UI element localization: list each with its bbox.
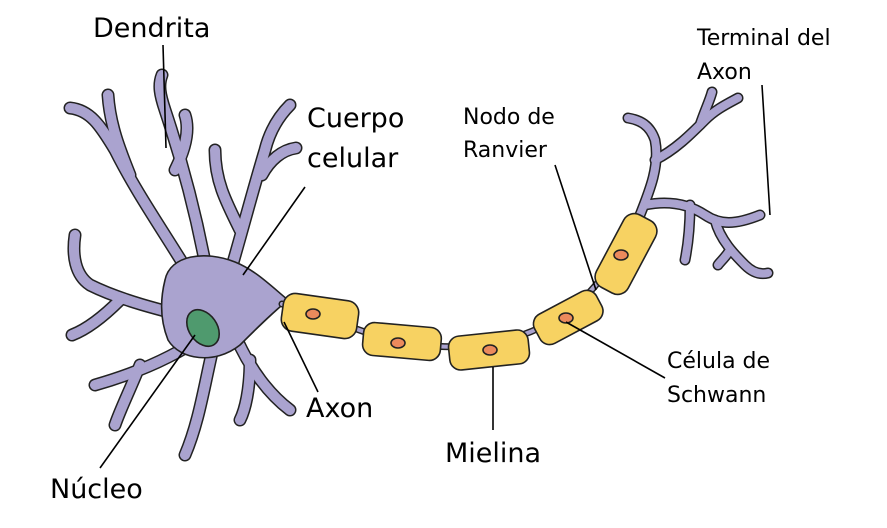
leader-axon bbox=[283, 321, 319, 393]
cell-nucleus bbox=[185, 308, 221, 348]
axon-terminal-branches bbox=[622, 86, 774, 280]
neuron-cell bbox=[63, 68, 303, 462]
schwann-cell-5 bbox=[594, 212, 658, 296]
myelin-sheath bbox=[280, 212, 658, 371]
label-nodo-ranvier-line2: Ranvier bbox=[463, 138, 548, 163]
leader-lines bbox=[99, 44, 771, 469]
label-celula-schwann-line1: Célula de bbox=[667, 349, 770, 374]
label-axon: Axon bbox=[306, 393, 373, 424]
schwann-cell-3 bbox=[447, 329, 531, 371]
label-celula-schwann-line2: Schwann bbox=[667, 383, 766, 408]
schwann-cell-2 bbox=[361, 321, 443, 362]
label-nucleo: Núcleo bbox=[50, 474, 143, 505]
label-cuerpo-celular-line2: celular bbox=[307, 143, 399, 174]
leader-nodo bbox=[554, 164, 597, 291]
schwann-cell-1 bbox=[280, 292, 360, 340]
leader-terminal bbox=[761, 84, 771, 216]
label-terminal-axon-line1: Terminal del bbox=[696, 26, 831, 51]
leader-nucleo bbox=[99, 334, 196, 469]
label-dendrita: Dendrita bbox=[93, 13, 210, 44]
cell-body bbox=[160, 255, 289, 359]
label-nodo-ranvier-line1: Nodo de bbox=[463, 105, 555, 130]
schwann-cell-4 bbox=[532, 289, 604, 346]
leader-dendrita bbox=[162, 44, 167, 149]
label-cuerpo-celular-line1: Cuerpo bbox=[307, 103, 404, 134]
label-terminal-axon-line2: Axon bbox=[697, 60, 752, 85]
label-mielina: Mielina bbox=[445, 438, 541, 469]
labels: Dendrita Cuerpo celular Nodo de Ranvier … bbox=[50, 13, 831, 505]
leader-cuerpo bbox=[242, 186, 306, 276]
leader-celula bbox=[565, 321, 666, 379]
